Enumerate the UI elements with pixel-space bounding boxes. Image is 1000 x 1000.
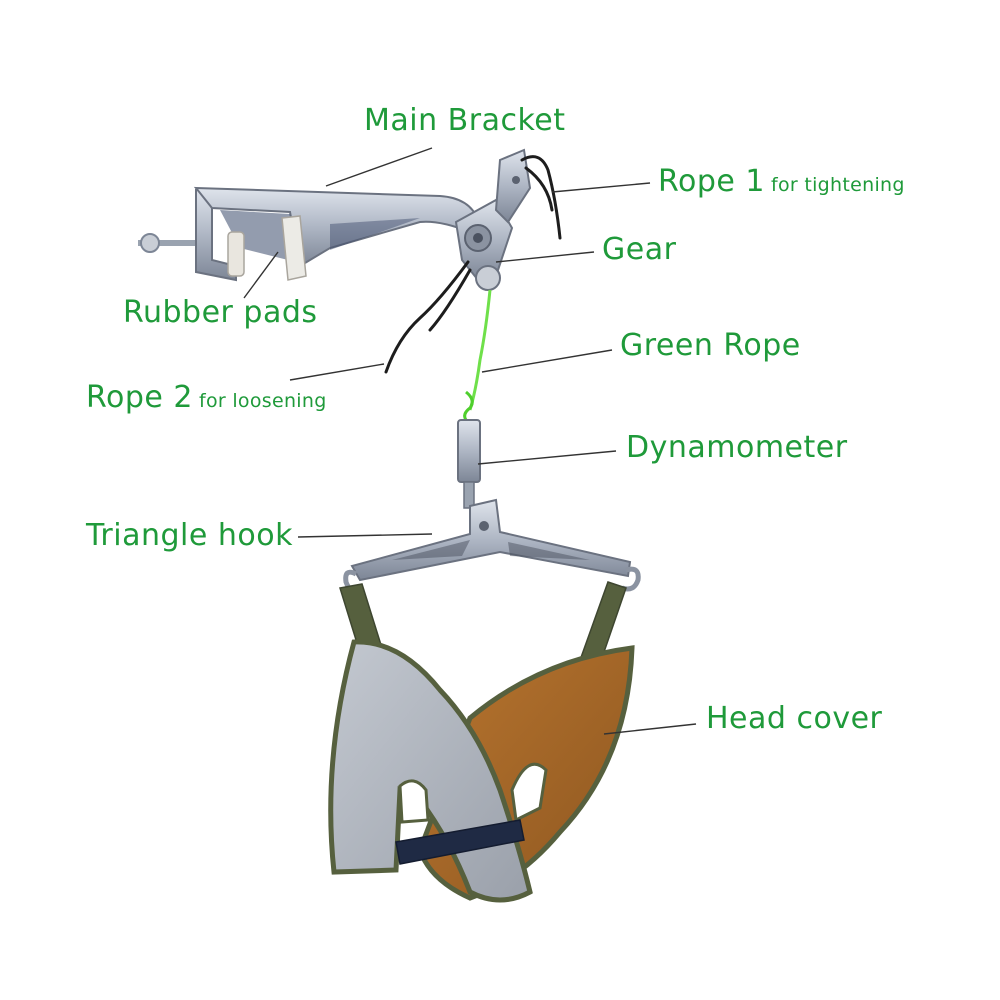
leader-rope2 [289, 363, 385, 381]
main-bracket-shape [138, 148, 532, 291]
leader-green-rope [481, 349, 613, 373]
leader-gear [495, 251, 595, 263]
leader-rubber-pads [243, 251, 279, 299]
label-triangle-hook: Triangle hook [86, 518, 293, 553]
label-main-bracket: Main Bracket [364, 103, 566, 138]
triangle-hook-shape [343, 498, 641, 594]
leader-rope1 [551, 182, 651, 193]
label-rubber-pads: Rubber pads [123, 295, 318, 330]
leader-dynamometer [477, 450, 617, 465]
label-rope1-sub: for tightening [770, 174, 905, 196]
leader-main-bracket [325, 147, 433, 187]
label-rope1-main: Rope 1 [658, 164, 765, 199]
leader-triangle-hook [297, 533, 433, 538]
label-head-cover: Head cover [706, 701, 883, 736]
black-ropes [384, 155, 562, 374]
dynamometer-shape [457, 419, 481, 509]
label-gear: Gear [602, 232, 677, 267]
label-dynamometer: Dynamometer [626, 430, 848, 465]
label-rope2-sub: for loosening [198, 390, 327, 412]
leader-lines [243, 147, 697, 735]
label-rope2-main: Rope 2 [86, 380, 193, 415]
head-cover-shape [328, 581, 635, 903]
leader-head-cover [603, 723, 697, 735]
label-green-rope: Green Rope [620, 328, 801, 363]
green-rope-shape [463, 289, 492, 421]
